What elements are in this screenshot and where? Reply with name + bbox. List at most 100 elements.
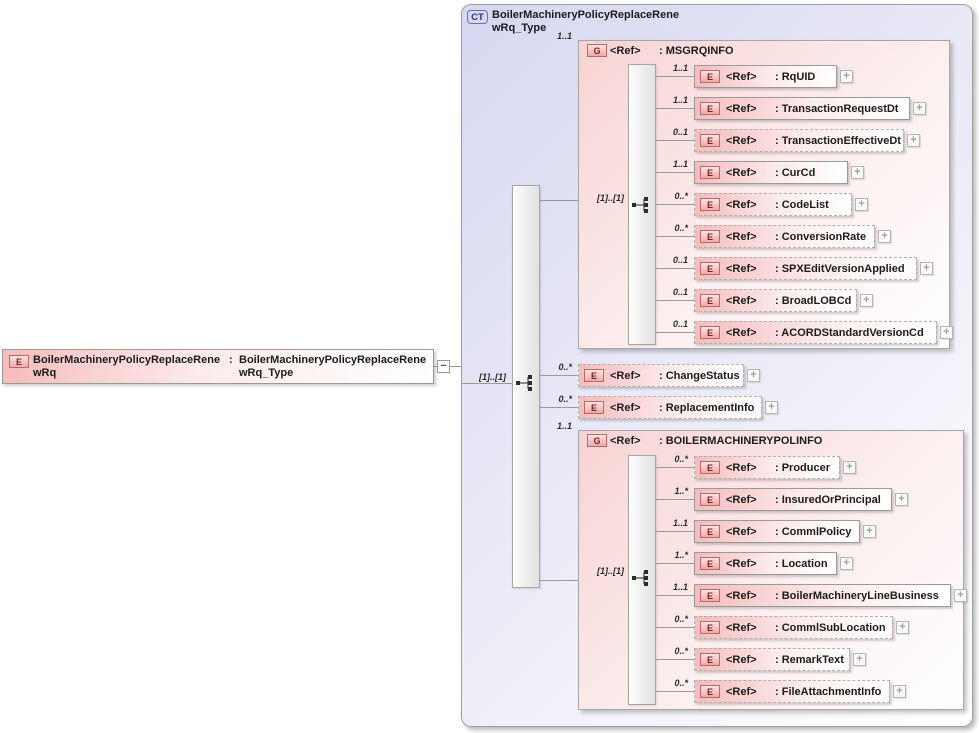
element-badge: E <box>700 461 720 474</box>
connector-line <box>656 140 694 141</box>
expand-button[interactable]: + <box>940 326 953 339</box>
expand-button[interactable]: + <box>765 401 778 414</box>
connector-line <box>449 366 461 367</box>
root-element-name: BoilerMachineryPolicyReplaceRene wRq <box>33 354 221 379</box>
element-ref: <Ref> <box>726 654 757 666</box>
connector-line <box>461 383 515 384</box>
element-badge: E <box>9 355 29 368</box>
cardinality-label: 0..* <box>674 646 688 656</box>
element-box-replacementinfo[interactable]: E <Ref> : ReplacementInfo <box>578 396 762 419</box>
connector-line <box>656 691 694 692</box>
element-ref: <Ref> <box>726 558 757 570</box>
element-ref: <Ref> <box>726 494 757 506</box>
element-box-transactioneffectivedt[interactable]: E <Ref> : TransactionEffectiveDt <box>694 129 904 152</box>
element-name: : CommlSubLocation <box>775 622 886 634</box>
element-box-broadlobcd[interactable]: E <Ref> : BroadLOBCd <box>694 289 857 312</box>
element-ref: <Ref> <box>726 526 757 538</box>
element-box-spxeditversionapplied[interactable]: E <Ref> : SPXEditVersionApplied <box>694 257 917 280</box>
element-box-curcd[interactable]: E <Ref> : CurCd <box>694 161 848 184</box>
root-element-box[interactable]: E BoilerMachineryPolicyReplaceRene wRq :… <box>2 349 434 384</box>
element-badge: E <box>700 493 720 506</box>
connector-line <box>656 172 694 173</box>
group-badge: G <box>587 44 607 57</box>
connector-line <box>656 627 694 628</box>
connector-line <box>656 531 694 532</box>
element-ref: <Ref> <box>726 462 757 474</box>
cardinality-label: 0..* <box>674 614 688 624</box>
connector-line <box>656 268 694 269</box>
expand-button[interactable]: + <box>843 461 856 474</box>
element-name: : CommlPolicy <box>775 526 852 538</box>
sequence-compositor-icon[interactable] <box>515 374 537 392</box>
sequence-compositor-icon[interactable] <box>631 196 653 214</box>
element-badge: E <box>700 589 720 602</box>
element-box-changestatus[interactable]: E <Ref> : ChangeStatus <box>578 364 744 387</box>
connector-line <box>656 76 694 77</box>
element-ref: <Ref> <box>726 622 757 634</box>
element-box-acordstandardversioncd[interactable]: E <Ref> : ACORDStandardVersionCd <box>694 321 937 344</box>
cardinality-label: 1..1 <box>556 421 572 431</box>
expand-button[interactable]: + <box>840 70 853 83</box>
element-ref: <Ref> <box>726 231 757 243</box>
expand-button[interactable]: + <box>920 262 933 275</box>
cardinality-label: [1]..[1] <box>597 193 624 203</box>
element-box-conversionrate[interactable]: E <Ref> : ConversionRate <box>694 225 875 248</box>
element-box-rquid[interactable]: E <Ref> : RqUID <box>694 65 837 88</box>
element-name: : SPXEditVersionApplied <box>775 263 905 275</box>
sequence-compositor-icon[interactable] <box>631 569 653 587</box>
element-box-producer[interactable]: E <Ref> : Producer <box>694 456 840 479</box>
element-badge: E <box>700 653 720 666</box>
cardinality-label: 1..* <box>674 550 688 560</box>
cardinality-label: 0..* <box>674 191 688 201</box>
element-box-transactionrequestdt[interactable]: E <Ref> : TransactionRequestDt <box>694 97 910 120</box>
expand-button[interactable]: + <box>853 653 866 666</box>
element-box-codelist[interactable]: E <Ref> : CodeList <box>694 193 852 216</box>
element-badge: E <box>700 230 720 243</box>
cardinality-label: 0..* <box>558 394 572 404</box>
cardinality-label: 0..* <box>558 362 572 372</box>
element-ref: <Ref> <box>726 686 757 698</box>
expand-button[interactable]: + <box>863 525 876 538</box>
expand-button[interactable]: + <box>896 621 909 634</box>
connector-line <box>656 499 694 500</box>
element-box-insuredorprincipal[interactable]: E <Ref> : InsuredOrPrincipal <box>694 488 892 511</box>
cardinality-label: 1..1 <box>672 95 688 105</box>
element-box-remarktext[interactable]: E <Ref> : RemarkText <box>694 648 850 671</box>
expand-button[interactable]: + <box>855 198 868 211</box>
cardinality-label: 0..* <box>674 678 688 688</box>
element-name: : BroadLOBCd <box>775 295 852 307</box>
collapse-button[interactable]: − <box>437 360 450 373</box>
element-badge: E <box>700 326 720 339</box>
element-badge: E <box>700 198 720 211</box>
element-badge: E <box>700 102 720 115</box>
element-name: : RemarkText <box>775 654 844 666</box>
expand-button[interactable]: + <box>893 685 906 698</box>
element-box-commlpolicy[interactable]: E <Ref> : CommlPolicy <box>694 520 860 543</box>
element-box-location[interactable]: E <Ref> : Location <box>694 552 837 575</box>
connector-line <box>540 580 578 581</box>
cardinality-label: [1]..[1] <box>479 372 506 382</box>
root-element-type: BoilerMachineryPolicyReplaceRene wRq_Typ… <box>239 354 427 379</box>
expand-button[interactable]: + <box>895 493 908 506</box>
expand-button[interactable]: + <box>907 134 920 147</box>
expand-button[interactable]: + <box>878 230 891 243</box>
element-name: : CurCd <box>775 167 816 179</box>
expand-button[interactable]: + <box>840 557 853 570</box>
connector-line <box>656 300 694 301</box>
expand-button[interactable]: + <box>860 294 873 307</box>
element-name: : TransactionRequestDt <box>775 103 899 115</box>
element-badge: E <box>700 70 720 83</box>
expand-button[interactable]: + <box>954 589 967 602</box>
element-ref: <Ref> <box>726 103 757 115</box>
complex-type-title: BoilerMachineryPolicyReplaceRene wRq_Typ… <box>492 9 680 34</box>
element-box-fileattachmentinfo[interactable]: E <Ref> : FileAttachmentInfo <box>694 680 890 703</box>
element-box-boilermachinerylinebusiness[interactable]: E <Ref> : BoilerMachineryLineBusiness <box>694 584 951 607</box>
connector-line <box>656 332 694 333</box>
element-name: : BoilerMachineryLineBusiness <box>775 590 939 602</box>
connector-line <box>656 236 694 237</box>
expand-button[interactable]: + <box>913 102 926 115</box>
cardinality-label: 0..* <box>674 223 688 233</box>
expand-button[interactable]: + <box>747 369 760 382</box>
element-box-commlsublocation[interactable]: E <Ref> : CommlSubLocation <box>694 616 893 639</box>
expand-button[interactable]: + <box>851 166 864 179</box>
